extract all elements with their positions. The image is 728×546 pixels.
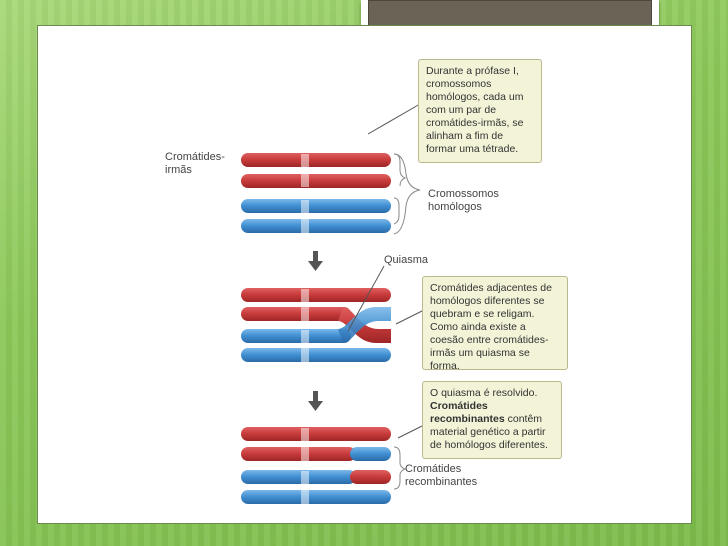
arrow-down-1	[308, 251, 323, 271]
diagram-canvas	[38, 26, 691, 523]
chromatid-red-2	[241, 174, 391, 188]
bracket-sister	[394, 154, 405, 186]
stage2-chiasma	[241, 266, 422, 362]
chromatid-red-6-right-blue	[350, 447, 391, 461]
centromere-blue-2	[301, 330, 309, 362]
resolved-bold: Cromátides recombinantes	[430, 400, 505, 425]
bracket-blue	[394, 198, 399, 224]
centromere-blue	[301, 200, 309, 233]
chromatid-blue-6	[241, 490, 391, 504]
chromatid-red-6-left	[241, 447, 356, 461]
centromere-blue-3	[301, 471, 309, 504]
arrow-down-2	[308, 391, 323, 411]
label-chiasma: Quiasma	[384, 254, 428, 267]
label-homologous-chromosomes: Cromossomos homólogos	[428, 188, 499, 214]
centromere-red	[301, 154, 309, 187]
resolved-intro: O quiasma é resolvido.	[430, 387, 537, 399]
chromatid-blue-3-left	[241, 329, 351, 343]
chromatid-red-1	[241, 153, 391, 167]
centromere-red-2	[301, 289, 309, 321]
chromatid-red-5	[241, 427, 391, 441]
pointer-adjacent	[396, 311, 422, 324]
callout-adjacent: Cromátides adjacentes de homólogos difer…	[422, 276, 568, 370]
chromatid-blue-2	[241, 219, 391, 233]
label-sister-chromatids: Cromátides- irmãs	[165, 151, 225, 177]
bracket-homologs	[394, 154, 420, 234]
centromere-red-3	[301, 428, 309, 461]
chromatid-blue-5-left	[241, 470, 356, 484]
bracket-recombinant	[394, 447, 405, 489]
chromatid-red-4-left	[241, 307, 351, 321]
stage1-tetrad	[241, 104, 420, 234]
stage3-recombinants	[241, 426, 422, 504]
callout-prophase: Durante a prófase I, cromossomos homólog…	[418, 59, 542, 163]
label-recombinant-chromatids: Cromátides recombinantes	[405, 463, 477, 489]
chromatid-blue-4	[241, 348, 391, 362]
callout-resolved: O quiasma é resolvido. Cromátides recomb…	[422, 381, 562, 459]
chromatid-blue-5-right-red	[350, 470, 391, 484]
chromatid-blue-1	[241, 199, 391, 213]
pointer-prophase	[368, 104, 420, 134]
slide-content: Cromátides- irmãs Cromossomos homólogos …	[37, 25, 692, 524]
pointer-resolved	[398, 426, 422, 438]
